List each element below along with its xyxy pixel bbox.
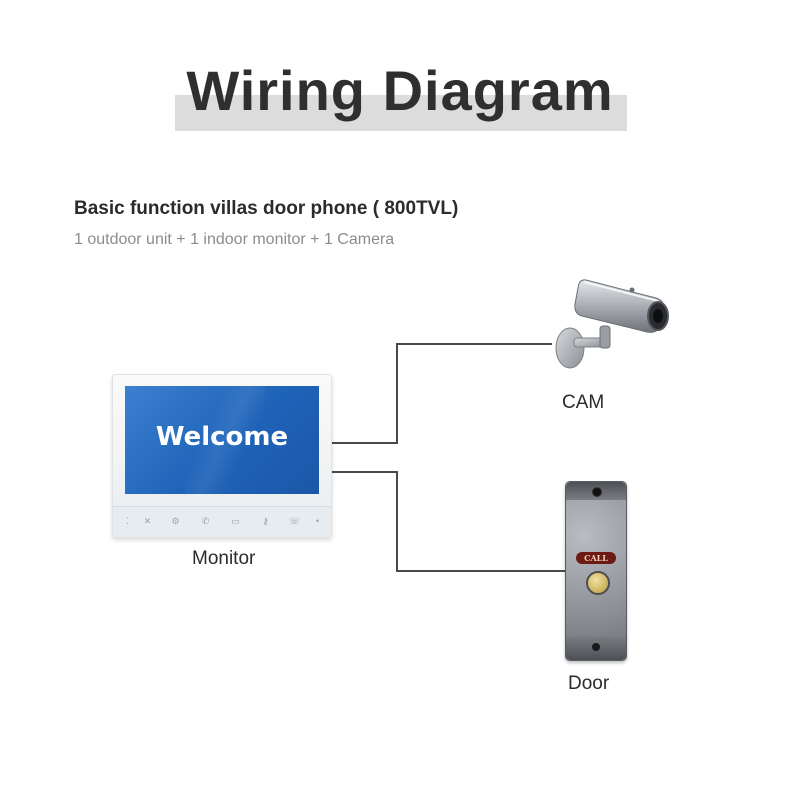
call-button <box>586 571 610 595</box>
intercom-icon: ☏ <box>289 516 301 526</box>
diagram-description: 1 outdoor unit + 1 indoor monitor + 1 Ca… <box>74 231 395 248</box>
mute-icon: ✕ <box>143 516 152 526</box>
monitor-screen-text: Welcome <box>155 422 289 452</box>
diagram-subtitle: Basic function villas door phone ( 800TV… <box>74 198 459 219</box>
page-title: Wiring Diagram <box>186 59 614 122</box>
unlock-key-icon: ⚷ <box>262 516 269 526</box>
monitor-button-bar: ⁚ ✕ ⚙ ✆ ▭ ⚷ ☏ • <box>113 506 331 537</box>
monitor-label: Monitor <box>192 548 256 569</box>
cctv-camera-icon <box>555 279 669 369</box>
settings-icon: ⚙ <box>171 516 180 526</box>
talk-icon: ✆ <box>201 516 210 526</box>
door-label: Door <box>568 673 610 694</box>
camera-label: CAM <box>562 392 605 413</box>
indoor-monitor: Welcome ⁚ ✕ ⚙ ✆ ▭ ⚷ ☏ • <box>112 374 332 538</box>
outdoor-door-station: CALL <box>565 481 627 661</box>
monitor-screen: Welcome <box>125 386 319 494</box>
power-dot-icon: • <box>315 516 320 526</box>
indicator-light-icon: ⁚ <box>126 516 129 526</box>
title-highlight-band <box>175 95 627 131</box>
wire-monitor-to-door <box>331 471 566 572</box>
door-camera-lens-icon <box>592 487 602 497</box>
wire-monitor-to-camera <box>331 343 552 444</box>
monitor-view-icon: ▭ <box>231 516 240 526</box>
door-call-label: CALL <box>576 552 616 564</box>
door-screw-icon <box>592 643 600 651</box>
